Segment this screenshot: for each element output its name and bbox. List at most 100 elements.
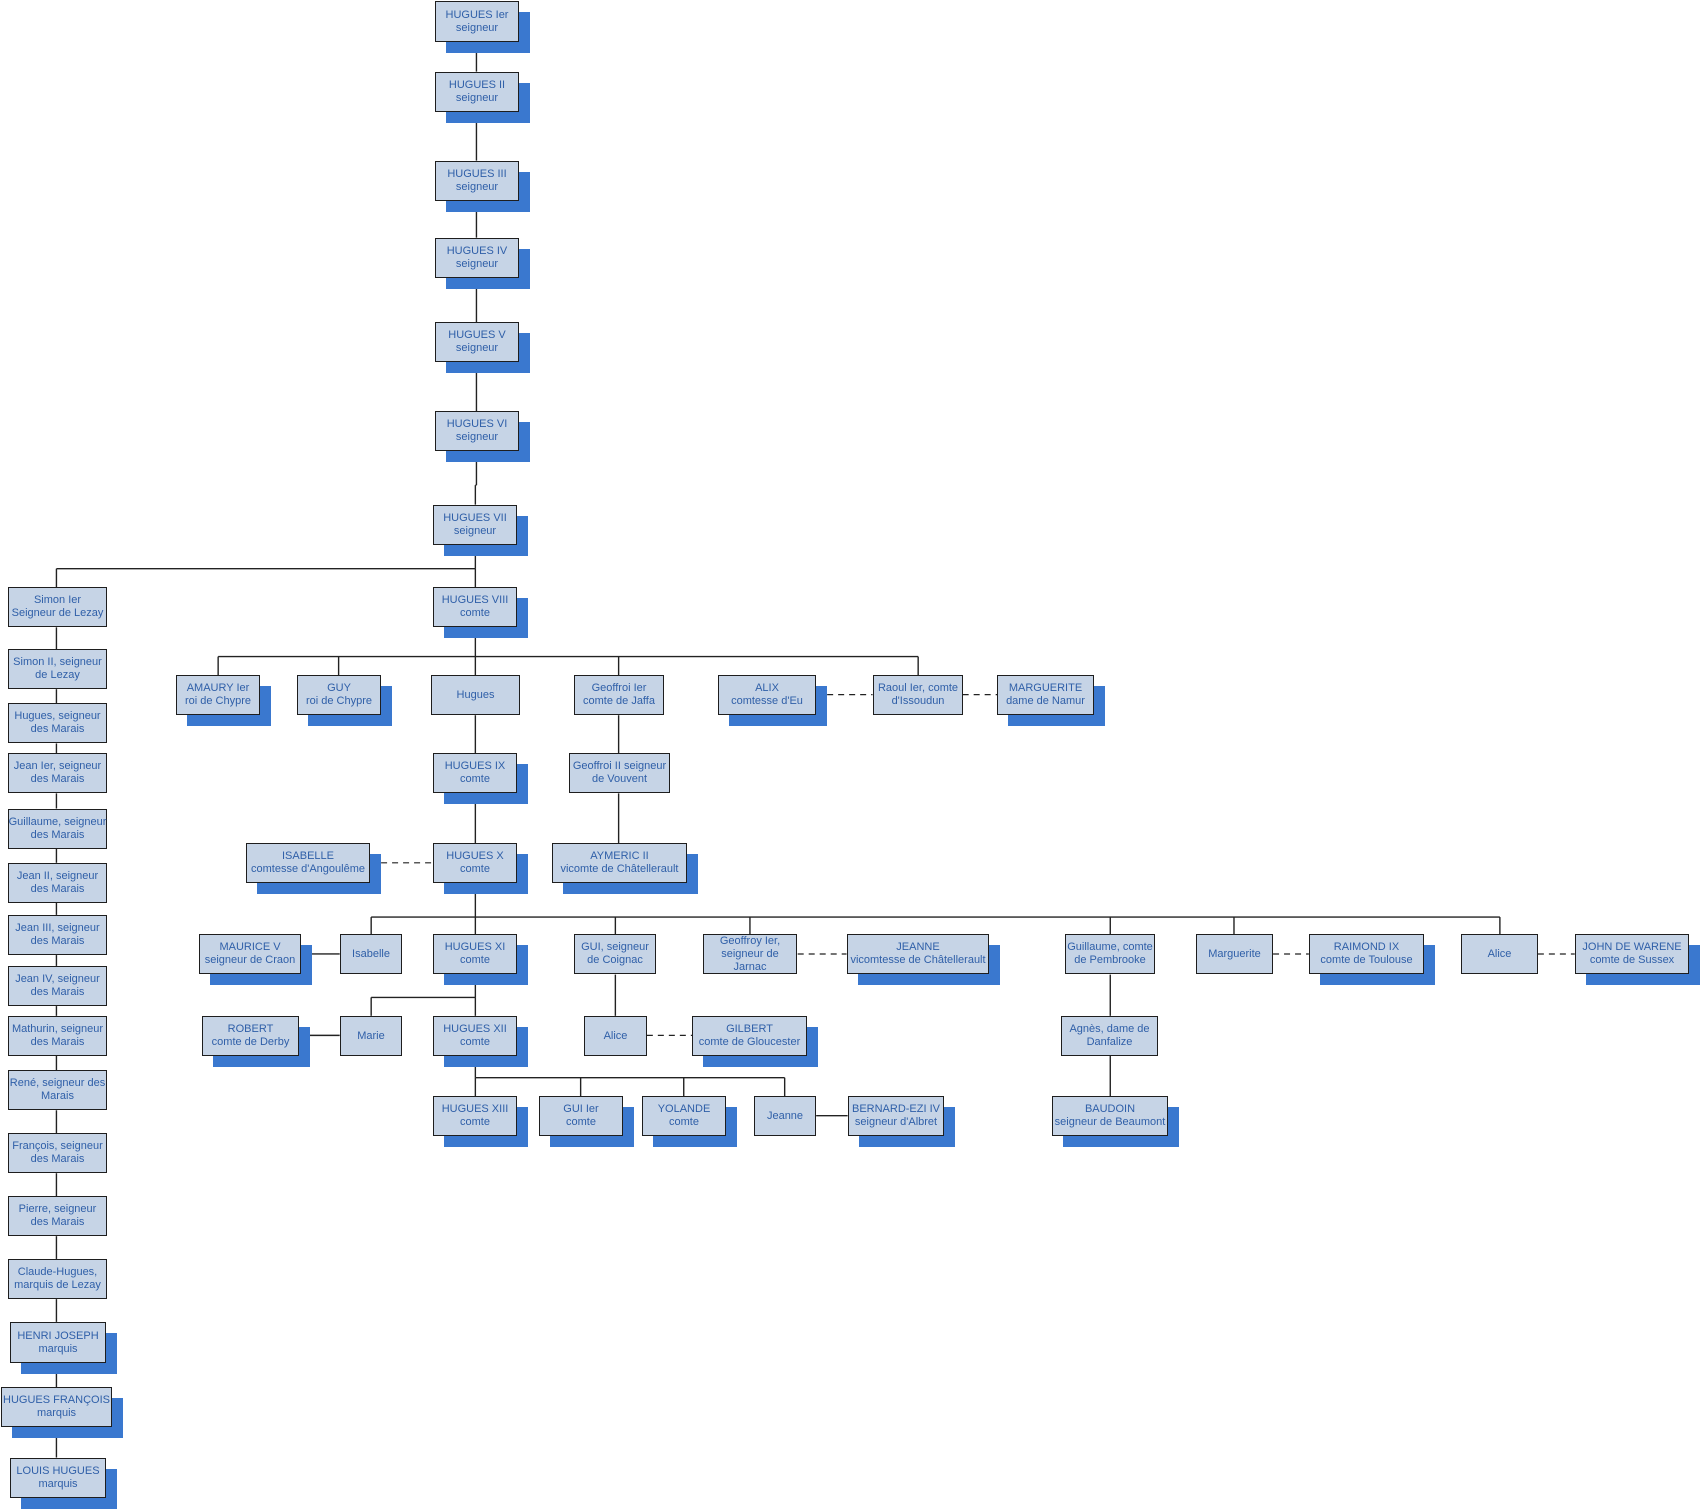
person-name: JOHN DE WARENE xyxy=(1582,941,1682,953)
person-title: seigneur de xyxy=(721,947,779,960)
person-name: YOLANDE xyxy=(657,1103,711,1115)
person-name: BAUDOIN xyxy=(1084,1103,1136,1115)
person-name: Hugues xyxy=(456,688,495,701)
person-alice2: Alice xyxy=(584,1016,647,1056)
person-title: comte xyxy=(460,1036,490,1048)
person-box: Alice xyxy=(1461,934,1538,974)
person-box: Hugues xyxy=(431,675,520,715)
person-name: HUGUES FRANÇOIS xyxy=(3,1394,110,1406)
person-title: marquis xyxy=(38,1342,78,1355)
person-name: ISABELLE xyxy=(282,850,334,862)
person-title: Danfalize xyxy=(1086,1036,1133,1048)
person-title: marquis xyxy=(36,1407,77,1419)
person-title: seigneur xyxy=(455,258,499,270)
person-name: HUGUES VIII xyxy=(441,594,509,606)
person-name: HUGUES II xyxy=(448,79,506,91)
person-name: Guillaume, seigneur xyxy=(8,816,107,828)
person-name: René, seigneur des xyxy=(9,1077,106,1089)
person-title: des Marais xyxy=(30,723,85,735)
person-title: roi de Chypre xyxy=(184,695,252,707)
person-box: Jeanne xyxy=(754,1096,816,1136)
person-title: des Marais xyxy=(30,1153,85,1165)
person-box: Marie xyxy=(340,1016,402,1056)
person-name: AYMERIC II xyxy=(590,850,649,862)
person-name: HUGUES VII xyxy=(443,512,507,524)
person-title: seigneur xyxy=(455,431,499,443)
person-name: François, seigneur xyxy=(12,1140,103,1152)
person-name: Jean III, seigneur xyxy=(15,922,100,934)
person-name: Isabelle xyxy=(352,947,390,960)
person-marie: Marie xyxy=(340,1016,402,1056)
person-title: comte de Gloucester xyxy=(698,1036,801,1048)
person-name: GILBERT xyxy=(726,1023,773,1035)
person-title: des Marais xyxy=(30,1036,85,1048)
person-name: Claude-Hugues, xyxy=(17,1266,98,1278)
person-title: dame de Namur xyxy=(1006,695,1085,707)
person-name: Guillaume, comte xyxy=(1067,941,1153,953)
person-name: HUGUES X xyxy=(446,850,504,862)
person-title: comte xyxy=(460,1116,490,1128)
person-title: seigneur xyxy=(455,181,499,193)
person-name: HUGUES III xyxy=(447,168,507,180)
person-name: Jean II, seigneur xyxy=(16,870,99,882)
person-title: Seigneur de Lezay xyxy=(11,607,104,619)
person-name: GUI, seigneur xyxy=(581,941,649,953)
person-name: Alice xyxy=(1487,947,1512,960)
person-title: comte de Sussex xyxy=(1589,954,1675,966)
person-name: LOUIS HUGUES xyxy=(16,1465,100,1477)
person-name: MARGUERITE xyxy=(1008,682,1083,694)
person-title: comte xyxy=(460,607,490,619)
person-name: GUI Ier xyxy=(563,1103,599,1115)
person-title: de Pembrooke xyxy=(1074,954,1146,966)
person-title: Marais xyxy=(40,1090,74,1102)
person-title: seigneur de Craon xyxy=(204,954,296,966)
person-title: seigneur xyxy=(455,342,499,354)
person-name: Alice xyxy=(603,1029,628,1042)
person-name: Raoul Ier, comte xyxy=(877,682,959,694)
person-title: marquis de Lezay xyxy=(14,1279,101,1291)
person-title: des Marais xyxy=(30,1216,85,1228)
